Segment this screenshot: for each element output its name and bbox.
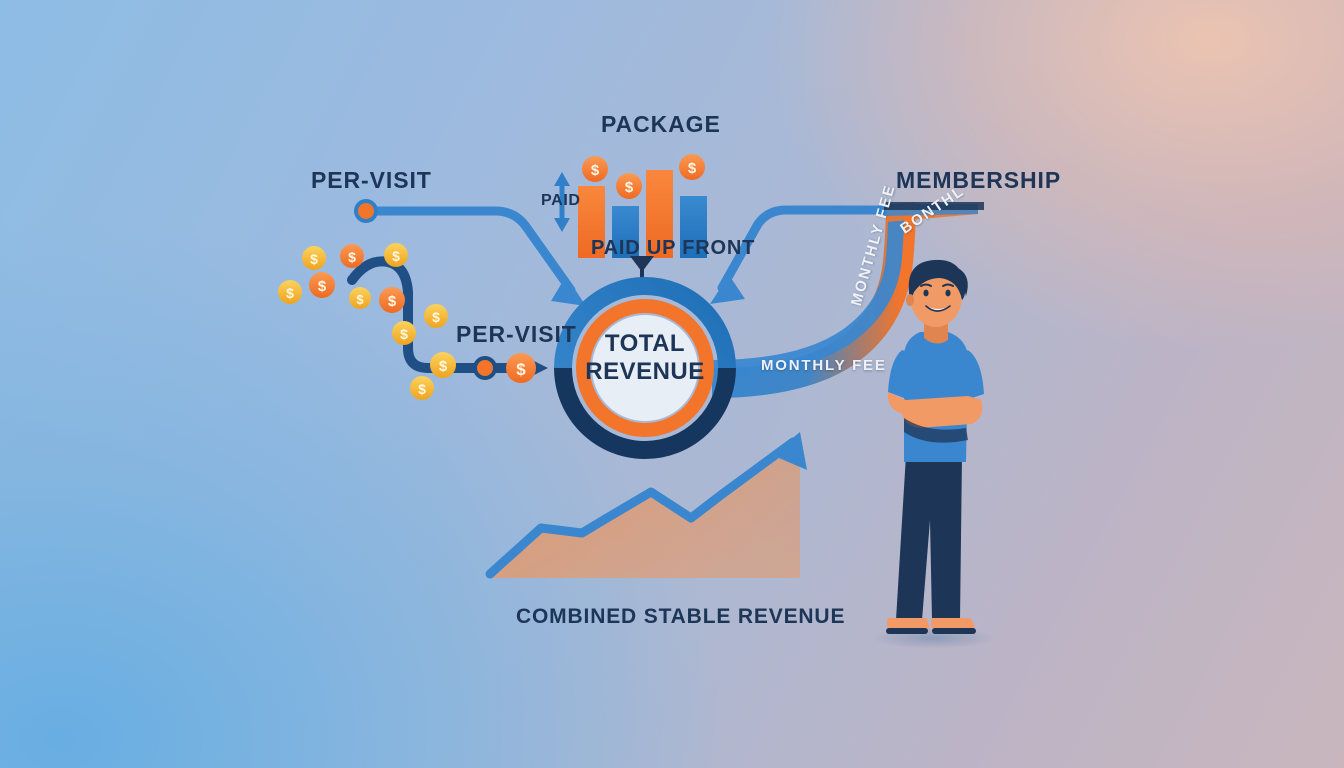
svg-text:$: $ bbox=[388, 293, 397, 310]
coin-icon: $ bbox=[340, 244, 364, 268]
svg-text:$: $ bbox=[439, 358, 448, 375]
ribbon-label-monthly-fee-1: MONTHLY FEE bbox=[761, 357, 887, 374]
svg-text:$: $ bbox=[516, 360, 526, 379]
combined-revenue-area-chart bbox=[485, 432, 807, 579]
coin-icon: $ bbox=[302, 246, 326, 270]
coin-icon: $ bbox=[410, 376, 434, 400]
coin-icon: $ bbox=[392, 321, 416, 345]
svg-text:$: $ bbox=[625, 179, 634, 196]
coin-icon: $ bbox=[349, 287, 371, 309]
standing-person-illustration bbox=[872, 259, 996, 649]
svg-text:$: $ bbox=[310, 251, 318, 267]
svg-text:$: $ bbox=[356, 292, 364, 307]
label-per-visit-mid: PER-VISIT bbox=[456, 321, 577, 347]
coin-icon: $ bbox=[384, 243, 408, 267]
svg-text:$: $ bbox=[348, 249, 356, 265]
svg-text:$: $ bbox=[432, 309, 440, 325]
membership-underline bbox=[884, 202, 984, 210]
label-package: PACKAGE bbox=[601, 111, 721, 137]
svg-text:$: $ bbox=[392, 248, 400, 264]
svg-text:$: $ bbox=[400, 326, 408, 342]
svg-text:$: $ bbox=[286, 285, 294, 301]
svg-text:$: $ bbox=[318, 278, 327, 295]
coin-icon: $ bbox=[424, 304, 448, 328]
paid-double-arrow-icon bbox=[554, 172, 570, 232]
label-paid-up-front: PAID UP FRONT bbox=[591, 237, 756, 259]
label-membership: MEMBERSHIP bbox=[896, 167, 1062, 193]
coin-icon: $ bbox=[379, 287, 405, 313]
svg-text:$: $ bbox=[591, 162, 600, 179]
flow-per-visit-top bbox=[354, 199, 586, 306]
coin-icon: $ bbox=[278, 280, 302, 304]
coin-icon: $ bbox=[430, 352, 456, 378]
label-total-revenue: TOTAL REVENUE bbox=[585, 330, 705, 385]
coin-icon: $ bbox=[616, 173, 642, 199]
coin-icon: $ bbox=[582, 156, 608, 182]
paid-up-front-arrow-icon bbox=[630, 256, 654, 280]
svg-text:$: $ bbox=[418, 381, 426, 397]
flow-membership bbox=[710, 205, 889, 304]
svg-text:$: $ bbox=[688, 160, 697, 177]
label-paid: PAID bbox=[541, 192, 581, 209]
coin-icon: $ bbox=[679, 154, 705, 180]
total-revenue-donut-chart bbox=[554, 277, 736, 459]
coin-icon: $ bbox=[506, 353, 536, 383]
package-bar-chart: $ $ $ bbox=[554, 154, 707, 280]
label-combined-stable-revenue: COMBINED STABLE REVENUE bbox=[516, 605, 846, 628]
coin-icon: $ bbox=[309, 272, 335, 298]
label-per-visit-top: PER-VISIT bbox=[311, 167, 432, 193]
coin-cluster: $ $ $ $ $ $ $ bbox=[278, 243, 536, 400]
